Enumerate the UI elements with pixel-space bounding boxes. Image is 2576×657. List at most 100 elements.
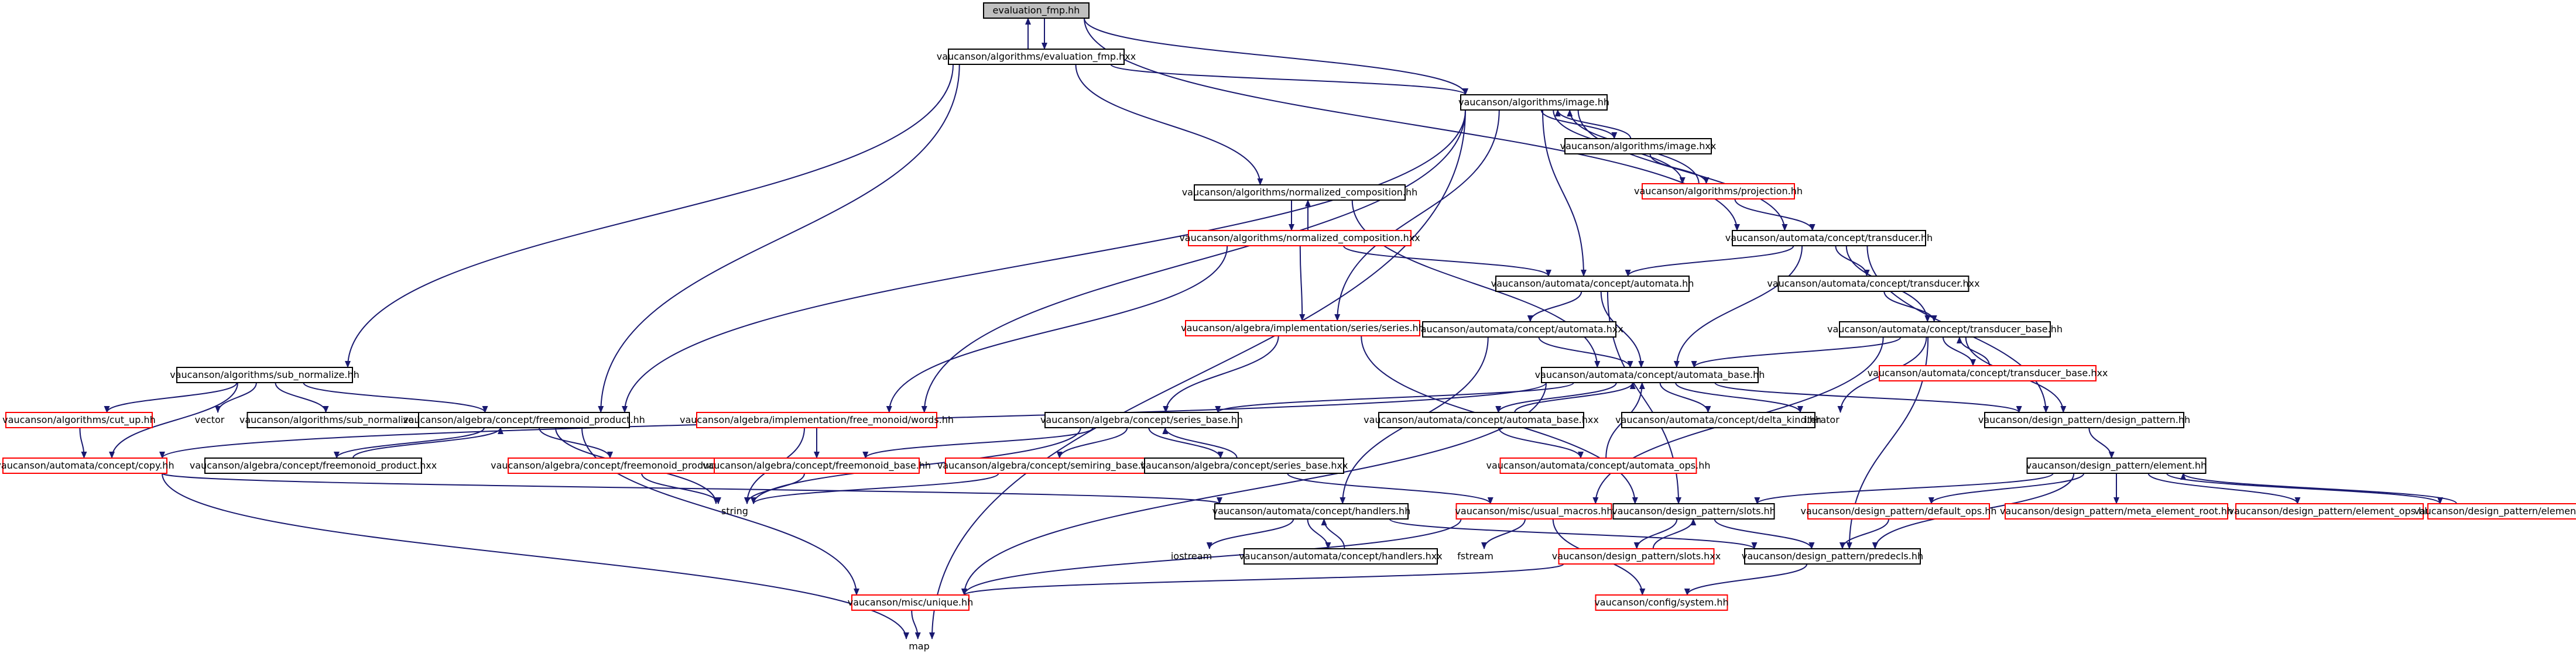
node-box — [1879, 365, 2097, 381]
node-transducer-base-hh[interactable]: vaucanson/automata/concept/transducer_ba… — [1827, 321, 2063, 338]
node-label: vaucanson/algorithms/image.hxx — [1560, 140, 1717, 152]
node-string[interactable]: string — [721, 505, 748, 517]
node-label: vaucanson/design_pattern/meta_element_ro… — [2000, 505, 2233, 517]
node-meta-element-root-hh[interactable]: vaucanson/design_pattern/meta_element_ro… — [2000, 503, 2233, 520]
node-series-hh[interactable]: vaucanson/algebra/implementation/series/… — [1181, 320, 1424, 336]
node-image-hxx[interactable]: vaucanson/algorithms/image.hxx — [1560, 138, 1717, 154]
node-iterator[interactable]: iterator — [1804, 414, 1839, 425]
node-usual-macros-hh[interactable]: vaucanson/misc/usual_macros.hh — [1455, 503, 1613, 520]
node-transducer-hh[interactable]: vaucanson/automata/concept/transducer.hh — [1725, 230, 1933, 246]
edge-automata_base_hh-to-delta_kind_hh — [1659, 382, 1711, 413]
node-sub-normalize-hh[interactable]: vaucanson/algorithms/sub_normalize.hh — [170, 367, 359, 383]
node-iostream[interactable]: iostream — [1171, 551, 1212, 562]
edge-automata_base_hh-to-series_base_hh — [1215, 382, 1574, 413]
edge-series_hh-to-series_base_hh — [1163, 335, 1279, 413]
node-series-base-hxx[interactable]: vaucanson/algebra/concept/series_base.hx… — [1140, 458, 1348, 474]
edge-usual_macros_hh-to-fstream — [1481, 518, 1526, 549]
node-fstream[interactable]: fstream — [1457, 551, 1493, 562]
node-box — [2005, 503, 2228, 520]
node-freemonoid-product-base-hh[interactable]: vaucanson/algebra/concept/freemonoid_pro… — [491, 458, 760, 474]
node-vector[interactable]: vector — [195, 414, 225, 425]
node-free-monoid-words-hh[interactable]: vaucanson/algebra/implementation/free_mo… — [680, 412, 954, 428]
node-system-hh[interactable]: vaucanson/config/system.hh — [1594, 594, 1729, 611]
node-automata-ops-hh[interactable]: vaucanson/automata/concept/automata_ops.… — [1486, 458, 1711, 474]
node-series-base-hh[interactable]: vaucanson/algebra/concept/series_base.hh — [1040, 412, 1243, 428]
node-label: vaucanson/algebra/implementation/free_mo… — [680, 414, 954, 426]
node-label: vaucanson/automata/concept/automata.hh — [1491, 278, 1694, 289]
node-handlers-hh[interactable]: vaucanson/automata/concept/handlers.hh — [1212, 503, 1411, 520]
node-box — [1214, 503, 1409, 520]
node-label: vaucanson/misc/usual_macros.hh — [1455, 505, 1612, 517]
edge-automata_base_hxx-to-automata_ops_hh — [1498, 427, 1584, 459]
node-label: vaucanson/automata/concept/automata_ops.… — [1486, 460, 1711, 472]
node-image-hh[interactable]: vaucanson/algorithms/image.hh — [1458, 94, 1609, 111]
node-label: vaucanson/automata/concept/transducer.hh — [1725, 232, 1933, 243]
node-automata-hxx[interactable]: vaucanson/automata/concept/automata.hxx — [1415, 321, 1623, 338]
edge-automata_hxx-to-automata_base_hh — [1538, 336, 1633, 368]
node-normcomp-hh[interactable]: vaucanson/algorithms/normalized_composit… — [1182, 184, 1418, 201]
node-handlers-hxx[interactable]: vaucanson/automata/concept/handlers.hxx — [1239, 548, 1443, 565]
edge-automata_base_hh-to-iterator — [1675, 382, 1803, 413]
node-box — [948, 49, 1125, 65]
node-projection-hh[interactable]: vaucanson/algorithms/projection.hh — [1634, 183, 1803, 199]
node-label: vaucanson/automata/concept/transducer_ba… — [1868, 367, 2108, 379]
node-transducer-base-hxx[interactable]: vaucanson/automata/concept/transducer_ba… — [1868, 365, 2108, 381]
node-transducer-hxx[interactable]: vaucanson/automata/concept/transducer.hx… — [1767, 276, 1980, 292]
node-box — [2427, 503, 2576, 520]
node-label: vaucanson/algebra/concept/semiring_base.… — [937, 460, 1153, 472]
edge-transducer_base_hh-to-transducer_base_hxx — [1942, 336, 1976, 366]
edge-sub_normalize_hh-to-vector — [215, 382, 257, 413]
edge-automata_hh-to-automata_hxx — [1527, 291, 1582, 322]
node-label: vaucanson/algebra/concept/series_base.hh — [1040, 414, 1243, 426]
edge-slots_hxx-to-slots_hh — [1652, 518, 1697, 549]
node-label: vaucanson/automata/concept/copy.hh — [0, 460, 174, 471]
node-label: vaucanson/automata/concept/automata_base… — [1364, 414, 1599, 426]
node-automata-hh[interactable]: vaucanson/automata/concept/automata.hh — [1491, 276, 1694, 292]
edge-element_hh-to-slots_hh — [1754, 473, 2054, 504]
node-box — [1558, 548, 1715, 565]
node-slots-hh[interactable]: vaucanson/design_pattern/slots.hh — [1612, 503, 1776, 520]
edge-freemonoid_product_hh-to-freemonoid_product_base_hh — [538, 427, 613, 459]
node-freemonoid-product-hxx[interactable]: vaucanson/algebra/concept/freemonoid_pro… — [190, 458, 437, 474]
node-label: vaucanson/algorithms/cut_up.hh — [2, 414, 156, 426]
node-copy-hh[interactable]: vaucanson/automata/concept/copy.hh — [0, 458, 174, 474]
node-delta-kind-hh[interactable]: vaucanson/automata/concept/delta_kind.hh — [1615, 412, 1821, 428]
node-freemonoid-product-hh[interactable]: vaucanson/algebra/concept/freemonoid_pro… — [403, 412, 645, 428]
node-automata-base-hh[interactable]: vaucanson/automata/concept/automata_base… — [1535, 367, 1765, 383]
node-eval-hxx[interactable]: vaucanson/algorithms/evaluation_fmp.hxx — [937, 49, 1136, 65]
node-box — [1744, 548, 1921, 565]
edge-element_hxx-to-element_hh — [2180, 473, 2457, 504]
node-label: vaucanson/algebra/concept/series_base.hx… — [1140, 460, 1348, 472]
node-box — [1984, 412, 2184, 428]
edge-root-to-transducer_hh — [1084, 18, 1740, 231]
edge-unique_hh-to-map — [911, 610, 921, 639]
node-slots-hxx[interactable]: vaucanson/design_pattern/slots.hxx — [1552, 548, 1721, 565]
node-element-hxx[interactable]: vaucanson/design_pattern/element.hxx — [2414, 503, 2576, 520]
edge-automata_base_hxx-to-automata_base_hh — [1514, 382, 1636, 413]
node-semiring-base-hh[interactable]: vaucanson/algebra/concept/semiring_base.… — [937, 458, 1153, 474]
node-element-hh[interactable]: vaucanson/design_pattern/element.hh — [2026, 458, 2207, 474]
node-box — [945, 458, 1145, 474]
node-element-ops-hh[interactable]: vaucanson/design_pattern/element_ops.hh — [2229, 503, 2431, 520]
edge-sub_normalize_hh-to-copy_hh — [109, 382, 238, 459]
node-unique-hh[interactable]: vaucanson/misc/unique.hh — [848, 594, 974, 611]
node-map[interactable]: map — [909, 641, 930, 652]
node-box — [1188, 230, 1412, 246]
node-box — [1460, 94, 1608, 111]
node-default-ops-hh[interactable]: vaucanson/design_pattern/default_ops.hh — [1800, 503, 1997, 520]
edge-default_ops_hh-to-predecls_hh — [1839, 518, 1890, 549]
node-box — [1541, 367, 1759, 383]
edge-transducer_hxx-to-transducer_base_hh — [1883, 291, 1937, 322]
edge-design_pattern_hh-to-element_hh — [2088, 427, 2115, 459]
node-automata-base-hxx[interactable]: vaucanson/automata/concept/automata_base… — [1364, 412, 1599, 428]
node-normcomp-hxx[interactable]: vaucanson/algorithms/normalized_composit… — [1179, 230, 1420, 246]
node-sub-normalize-hxx[interactable]: vaucanson/algorithms/sub_normalize.hxx — [239, 412, 434, 428]
node-predecls-hh[interactable]: vaucanson/design_pattern/predecls.hh — [1742, 548, 1923, 565]
node-box — [696, 412, 937, 428]
node-design-pattern-hh[interactable]: vaucanson/design_pattern/design_pattern.… — [1978, 412, 2190, 428]
node-freemonoid-base-hh[interactable]: vaucanson/algebra/concept/freemonoid_bas… — [703, 458, 931, 474]
node-cut-up-hh[interactable]: vaucanson/algorithms/cut_up.hh — [2, 412, 156, 428]
node-label: fstream — [1457, 551, 1493, 562]
node-root[interactable]: evaluation_fmp.hh — [983, 2, 1090, 19]
